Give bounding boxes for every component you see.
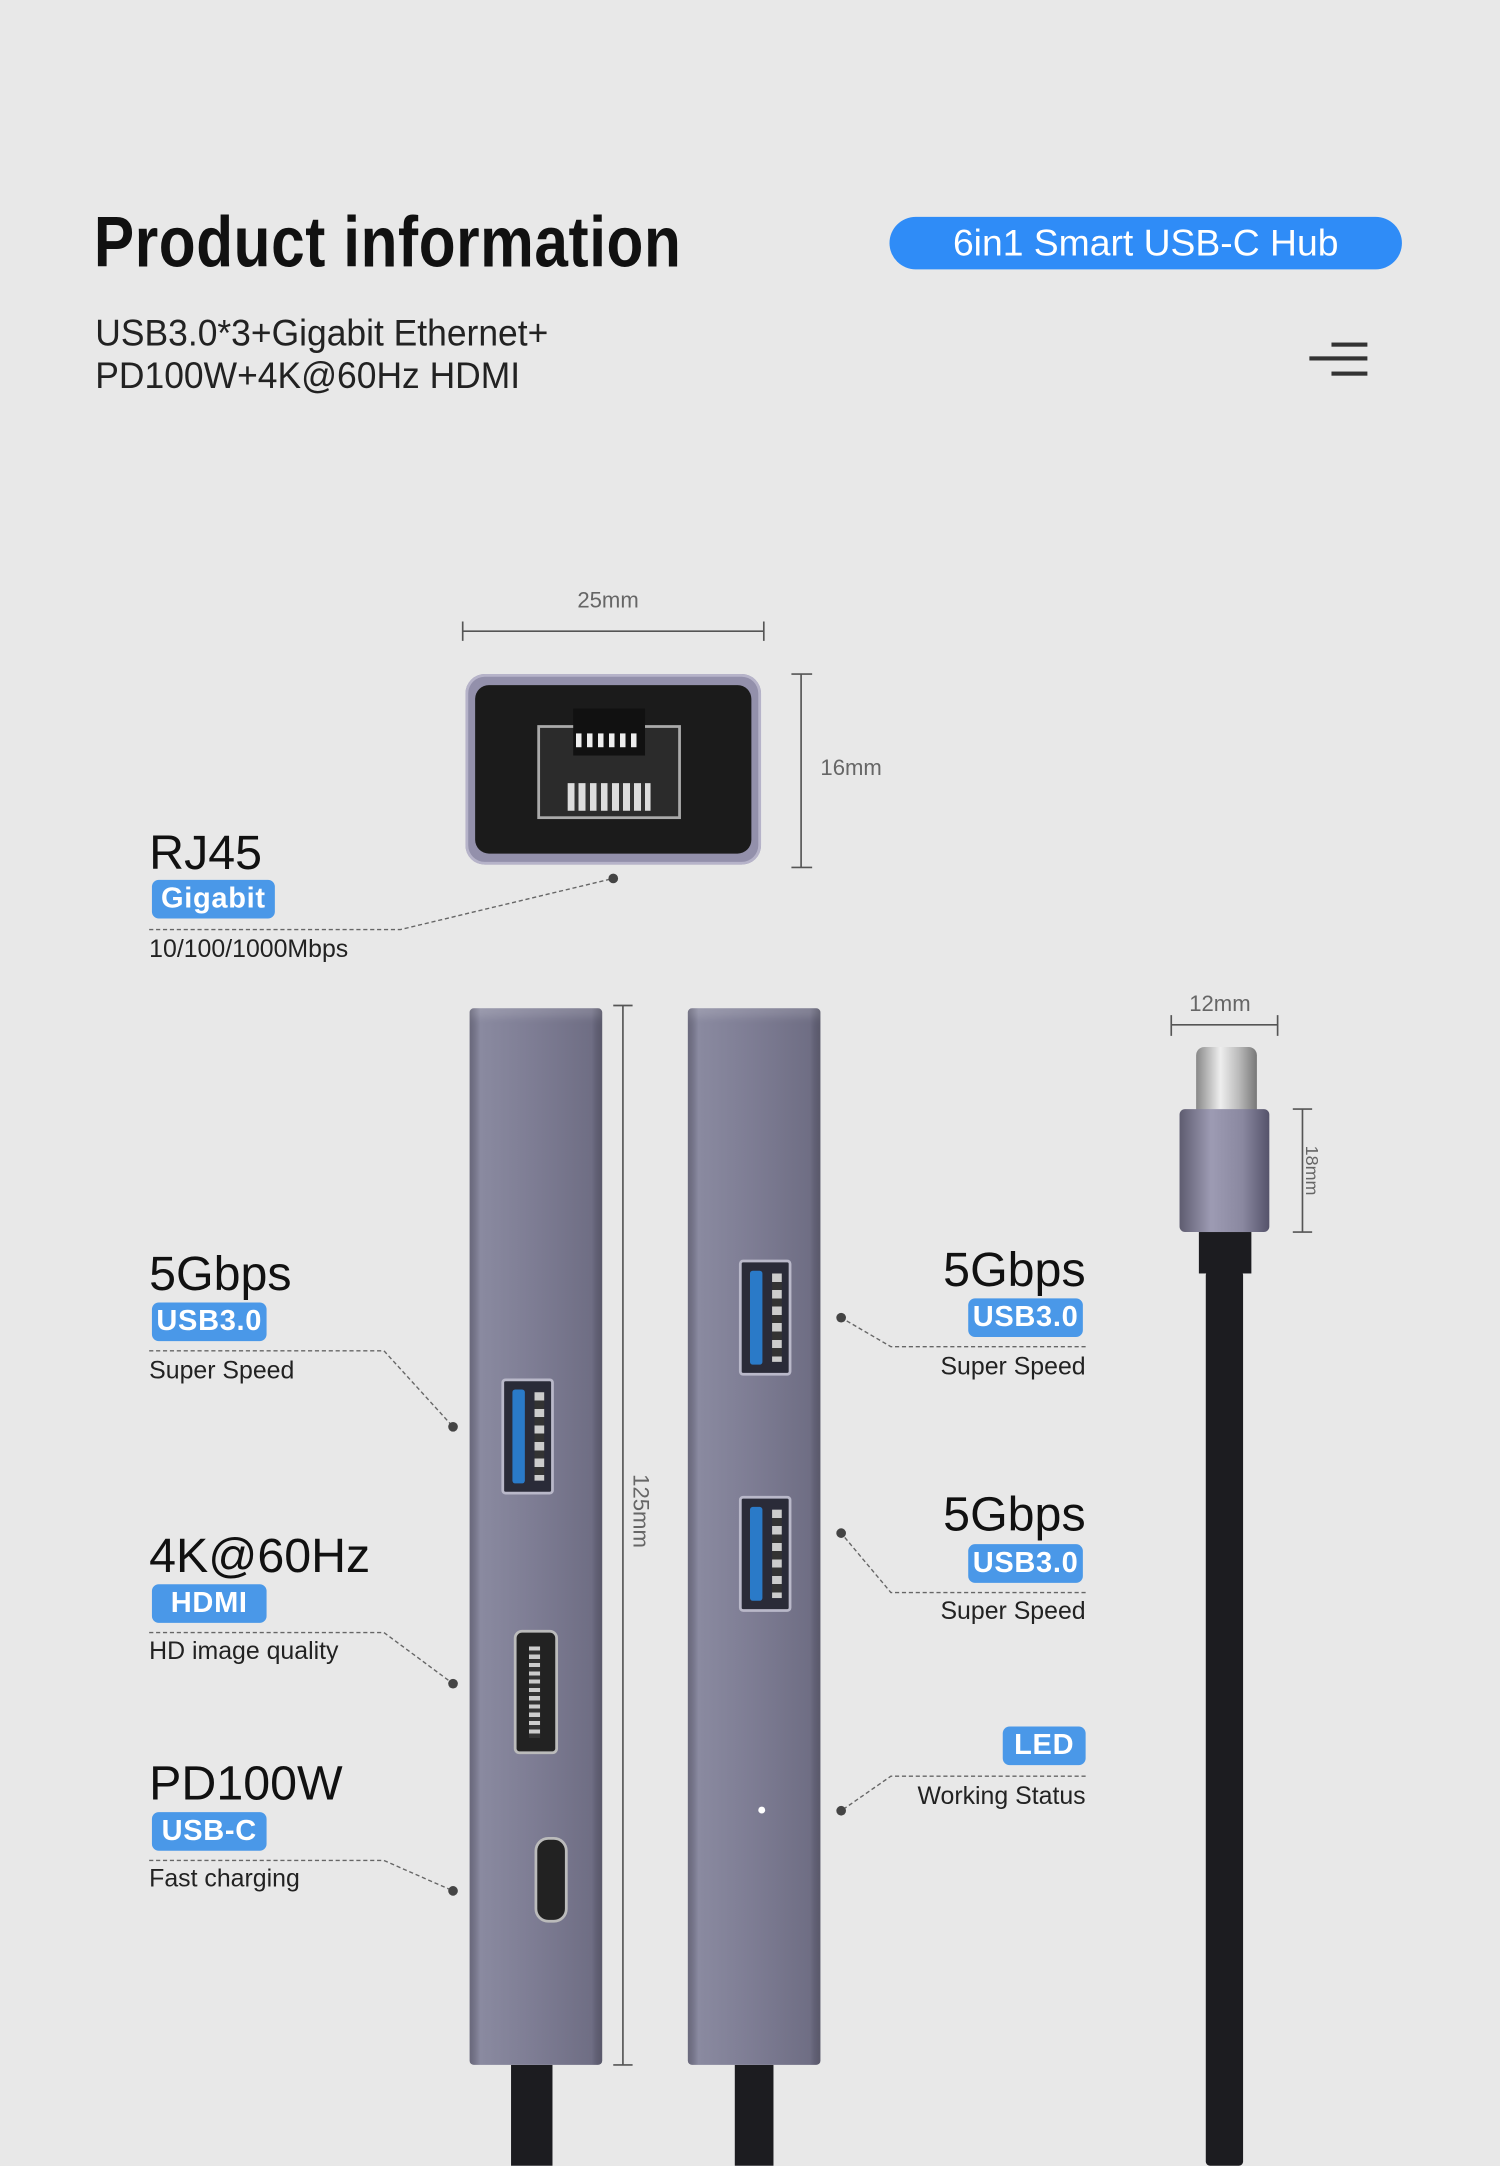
hdmi-port-icon [513,1629,559,1755]
usb-right2-badge: USB3.0 [968,1544,1083,1583]
subtitle-line-1: USB3.0*3+Gigabit Ethernet+ [95,312,549,354]
hub-left-side [469,1008,603,2065]
led-badge: LED [1002,1726,1086,1766]
height-dimension-line [791,673,813,869]
rj45-end-view [465,674,762,865]
rj45-callout [149,877,614,931]
usb-a-port-icon [738,1495,792,1612]
pd-desc: Fast charging [149,1864,300,1893]
width-label: 25mm [577,589,639,614]
hub-right-side [687,1008,821,2065]
rj45-badge: Gigabit [151,879,275,919]
led-callout [840,1775,1086,1812]
hdmi-desc: HD image quality [149,1636,339,1665]
usb-right2-callout [840,1532,1086,1594]
led-desc: Working Status [917,1781,1086,1810]
length-dimension-line [613,1004,633,2066]
usb-right1-title: 5Gbps [943,1243,1086,1297]
right-cable [734,2064,774,2166]
usb-left-title: 5Gbps [149,1247,292,1302]
usb-a-port-icon [501,1378,554,1495]
hdmi-title: 4K@60Hz [149,1528,371,1583]
height-label: 16mm [820,756,882,781]
product-badge: 6in1 Smart USB-C Hub [889,216,1402,270]
usb-c-port-icon [534,1836,568,1923]
plug-width-dimension-line [1170,1015,1279,1036]
rj45-desc: 10/100/1000Mbps [149,935,349,963]
plug-height-dimension-line [1292,1108,1313,1233]
usb-right1-callout [840,1317,1086,1348]
left-cable [511,2064,553,2166]
led-indicator-icon [758,1806,766,1814]
pd-callout [149,1859,454,1892]
usb-right2-title: 5Gbps [943,1487,1086,1542]
subtitle-line-2: PD100W+4K@60Hz HDMI [95,354,521,397]
pd-title: PD100W [149,1756,343,1811]
plug-height-label: 18mm [1301,1145,1323,1196]
usb-right1-desc: Super Speed [940,1352,1086,1380]
page-title: Product information [93,203,682,284]
usb-a-port-icon [738,1259,792,1376]
usb-right1-badge: USB3.0 [968,1298,1083,1338]
usb-left-desc: Super Speed [149,1356,295,1384]
pd-badge: USB-C [151,1812,267,1851]
plug-width-label: 12mm [1189,993,1251,1017]
rj45-title: RJ45 [149,825,263,880]
width-dimension-line [461,621,765,641]
usb-right2-desc: Super Speed [940,1596,1086,1625]
length-label: 125mm [628,1474,652,1548]
rj45-port-icon [537,708,681,820]
usb-left-badge: USB3.0 [151,1302,267,1342]
usb-left-callout [149,1350,454,1428]
hdmi-badge: HDMI [151,1584,267,1623]
hdmi-callout [149,1631,454,1685]
menu-icon[interactable] [1309,340,1368,379]
